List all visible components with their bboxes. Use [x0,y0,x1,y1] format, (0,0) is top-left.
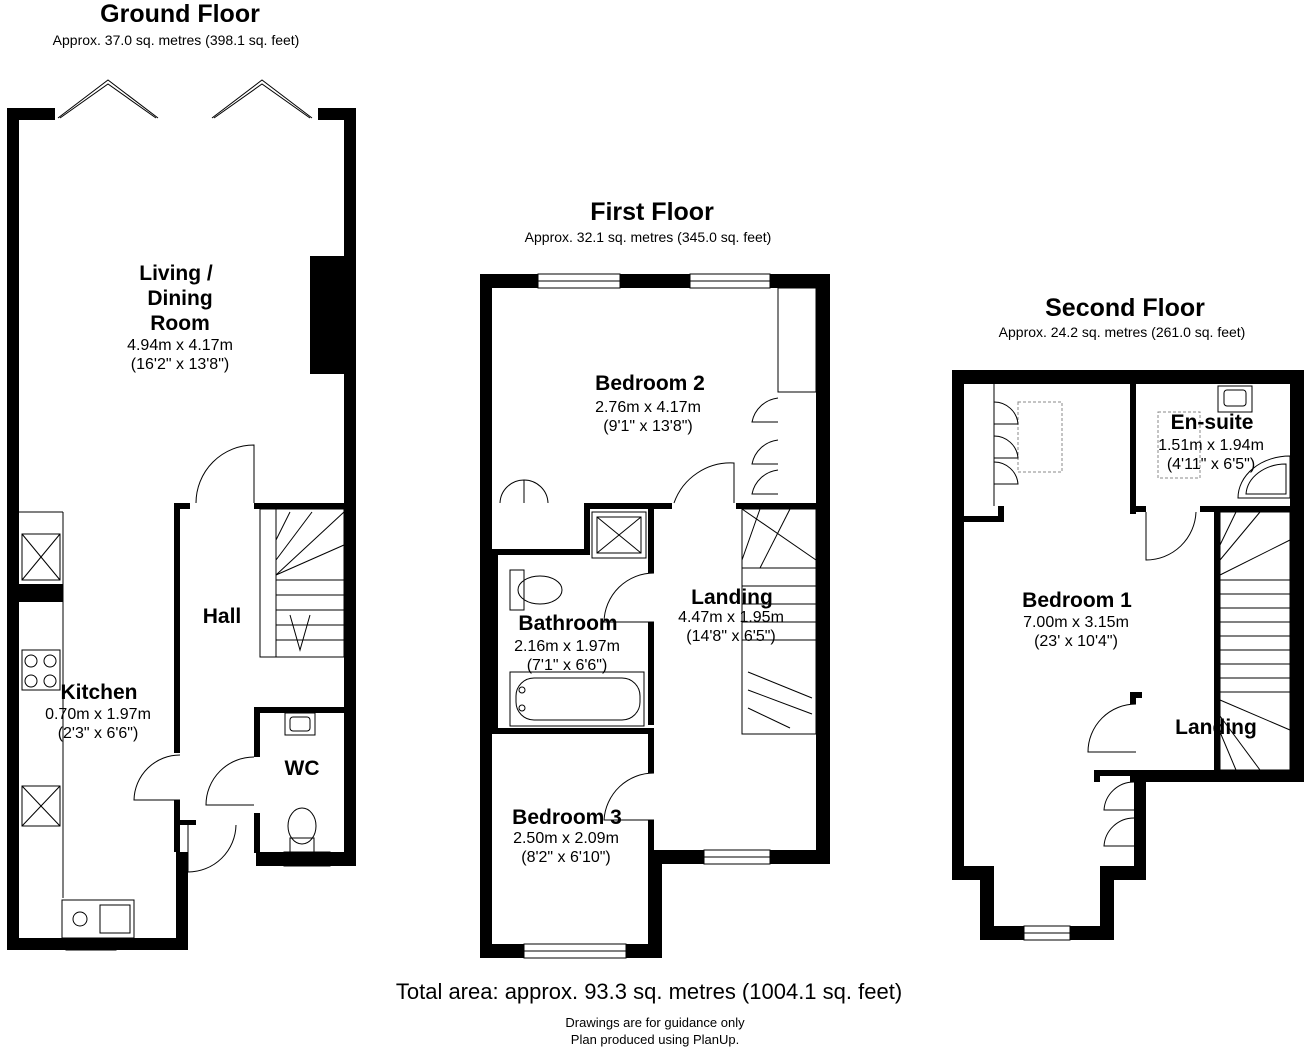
living-room-imperial: (16'2" x 13'8") [131,356,229,373]
first-floor-title: First Floor [590,198,714,226]
bathroom-imperial: (7'1" x 6'6") [527,657,608,674]
ensuite-dimensions: 1.51m x 1.94m [1158,437,1264,454]
second-landing-name: Landing [1175,716,1257,739]
first-stairs [741,508,817,735]
first-shower [591,511,647,559]
total-area: Total area: approx. 93.3 sq. metres (100… [396,979,902,1004]
bedroom1-name: Bedroom 1 [1022,589,1132,612]
first-landing-imperial: (14'8" x 6'5") [686,628,776,645]
second-walls [952,370,1304,940]
ensuite-fittings [1145,385,1291,561]
ground-partitions [174,503,344,853]
ground-floor-title: Ground Floor [100,0,260,28]
bedroom1-imperial: (23' x 10'4") [1034,633,1118,650]
second-stairs [1219,511,1291,771]
living-room-name-line3: Room [150,312,210,335]
second-floor-title: Second Floor [1045,294,1205,322]
kitchen-dimensions: 0.70m x 1.97m [45,706,151,723]
bedroom2-imperial: (9'1" x 13'8") [603,418,693,435]
wc-fittings [283,712,331,867]
bedroom1-dimensions: 7.00m x 3.15m [1023,614,1129,631]
ensuite-name: En-suite [1171,411,1254,434]
first-doors [499,287,817,821]
ground-floor-plan: Ground Floor Approx. 37.0 sq. metres (39… [7,0,356,951]
guidance-note: Drawings are for guidance only [565,1015,745,1030]
second-floor-area: Approx. 24.2 sq. metres (261.0 sq. feet) [999,324,1246,340]
second-wardrobe [993,384,1063,506]
bedroom2-name: Bedroom 2 [595,372,705,395]
kitchen-name: Kitchen [60,681,137,704]
bedroom3-imperial: (8'2" x 6'10") [521,849,611,866]
bedroom3-name: Bedroom 3 [512,806,622,829]
bifold-doors [57,79,313,119]
first-partitions [492,503,816,852]
kitchen-imperial: (2'3" x 6'6") [58,725,139,742]
living-room-name-line2: Dining [147,287,212,310]
first-landing-dimensions: 4.47m x 1.95m [678,609,784,626]
second-partitions [964,384,1290,782]
second-doors [1023,703,1137,941]
bathroom-dimensions: 2.16m x 1.97m [514,638,620,655]
bathroom-name: Bathroom [518,612,617,635]
ground-doors [133,444,255,873]
hall-name: Hall [203,605,242,628]
bathroom-fittings [509,569,645,727]
living-room-name-line1: Living / [139,262,213,285]
bedroom3-dimensions: 2.50m x 2.09m [513,830,619,847]
planup-credit: Plan produced using PlanUp. [571,1032,739,1047]
wc-name: WC [285,757,320,780]
ensuite-imperial: (4'11" x 6'5") [1167,456,1255,473]
first-landing-name: Landing [691,586,773,609]
first-windows [523,273,771,959]
first-walls [480,274,830,958]
kitchen-fittings [19,511,135,951]
first-floor-plan: First Floor Approx. 32.1 sq. metres (345… [480,198,830,959]
ground-floor-area: Approx. 37.0 sq. metres (398.1 sq. feet) [53,32,300,48]
first-floor-area: Approx. 32.1 sq. metres (345.0 sq. feet) [525,229,772,245]
living-room-dimensions: 4.94m x 4.17m [127,337,233,354]
second-floor-plan: Second Floor Approx. 24.2 sq. metres (26… [952,294,1304,941]
ground-stairs [259,508,345,658]
bedroom2-dimensions: 2.76m x 4.17m [595,399,701,416]
